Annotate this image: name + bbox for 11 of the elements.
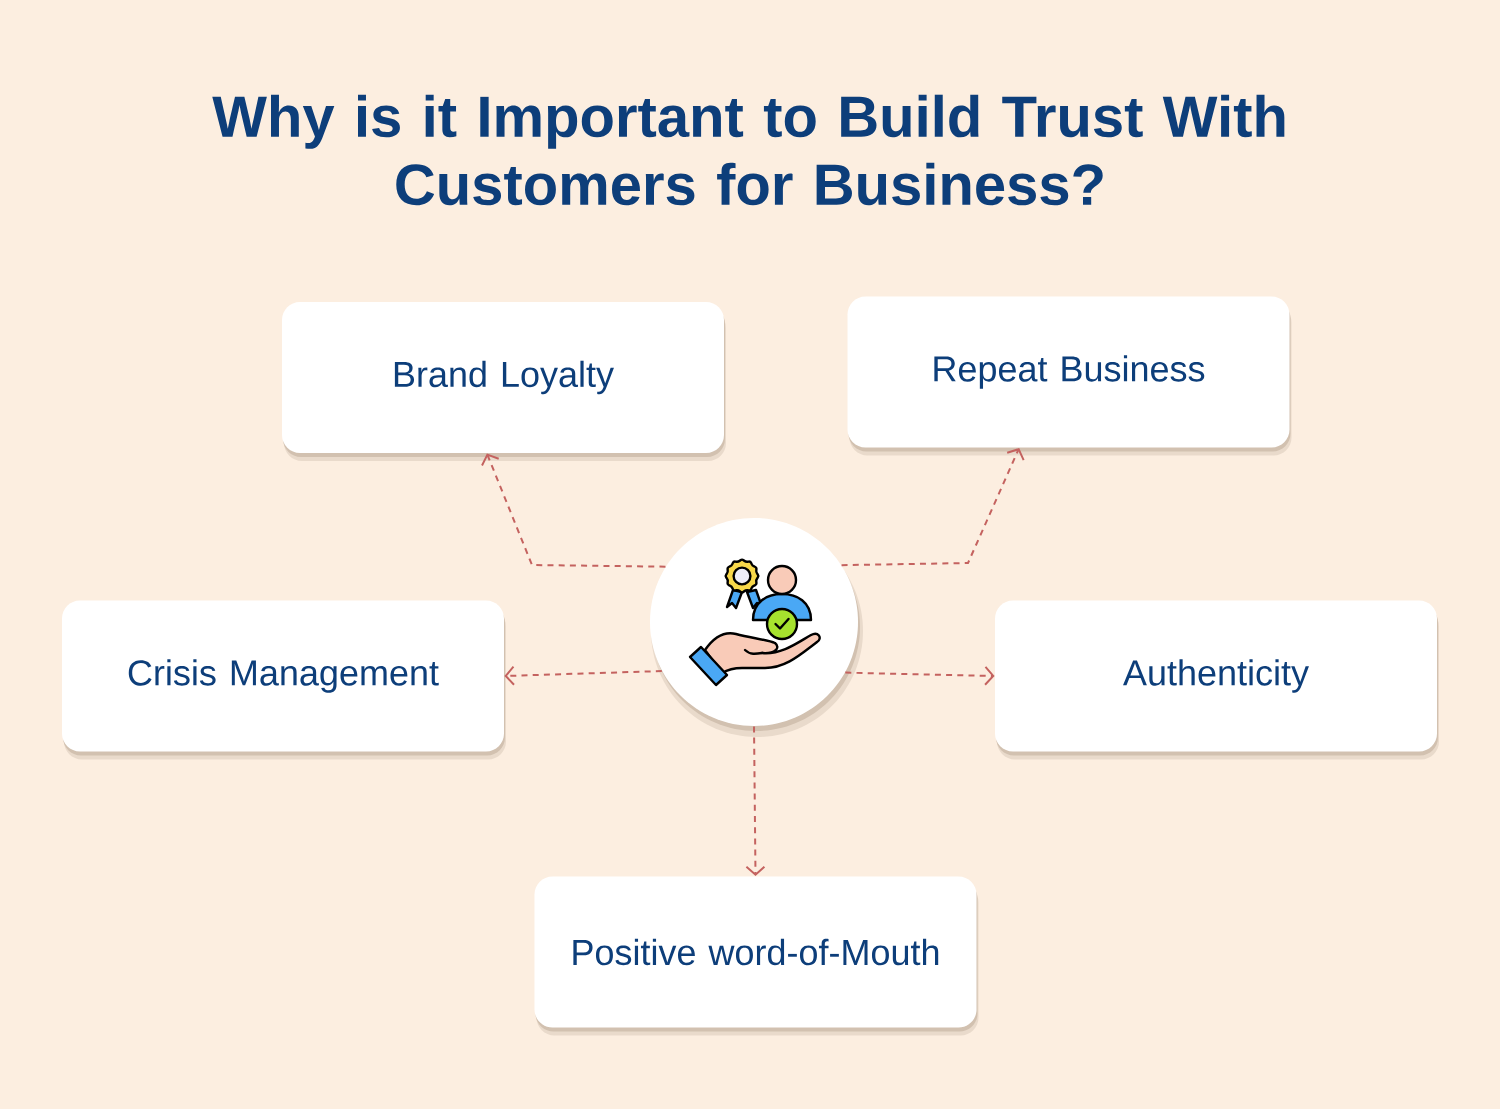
text-box: Brand Loyalty — [282, 302, 726, 461]
arrow — [504, 665, 663, 686]
text-box: Crisis Management — [62, 600, 506, 760]
arrow — [844, 665, 995, 686]
text-box: Positive word-of-Mouth — [534, 876, 979, 1036]
title: Why is it Important to Build Trust With Customers for Business? — [212, 94, 1285, 206]
text-box: Authenticity — [995, 600, 1439, 760]
arrow — [481, 453, 667, 568]
arrow — [745, 725, 766, 877]
text-box: Repeat Business — [847, 296, 1292, 456]
arrow — [840, 447, 1025, 567]
